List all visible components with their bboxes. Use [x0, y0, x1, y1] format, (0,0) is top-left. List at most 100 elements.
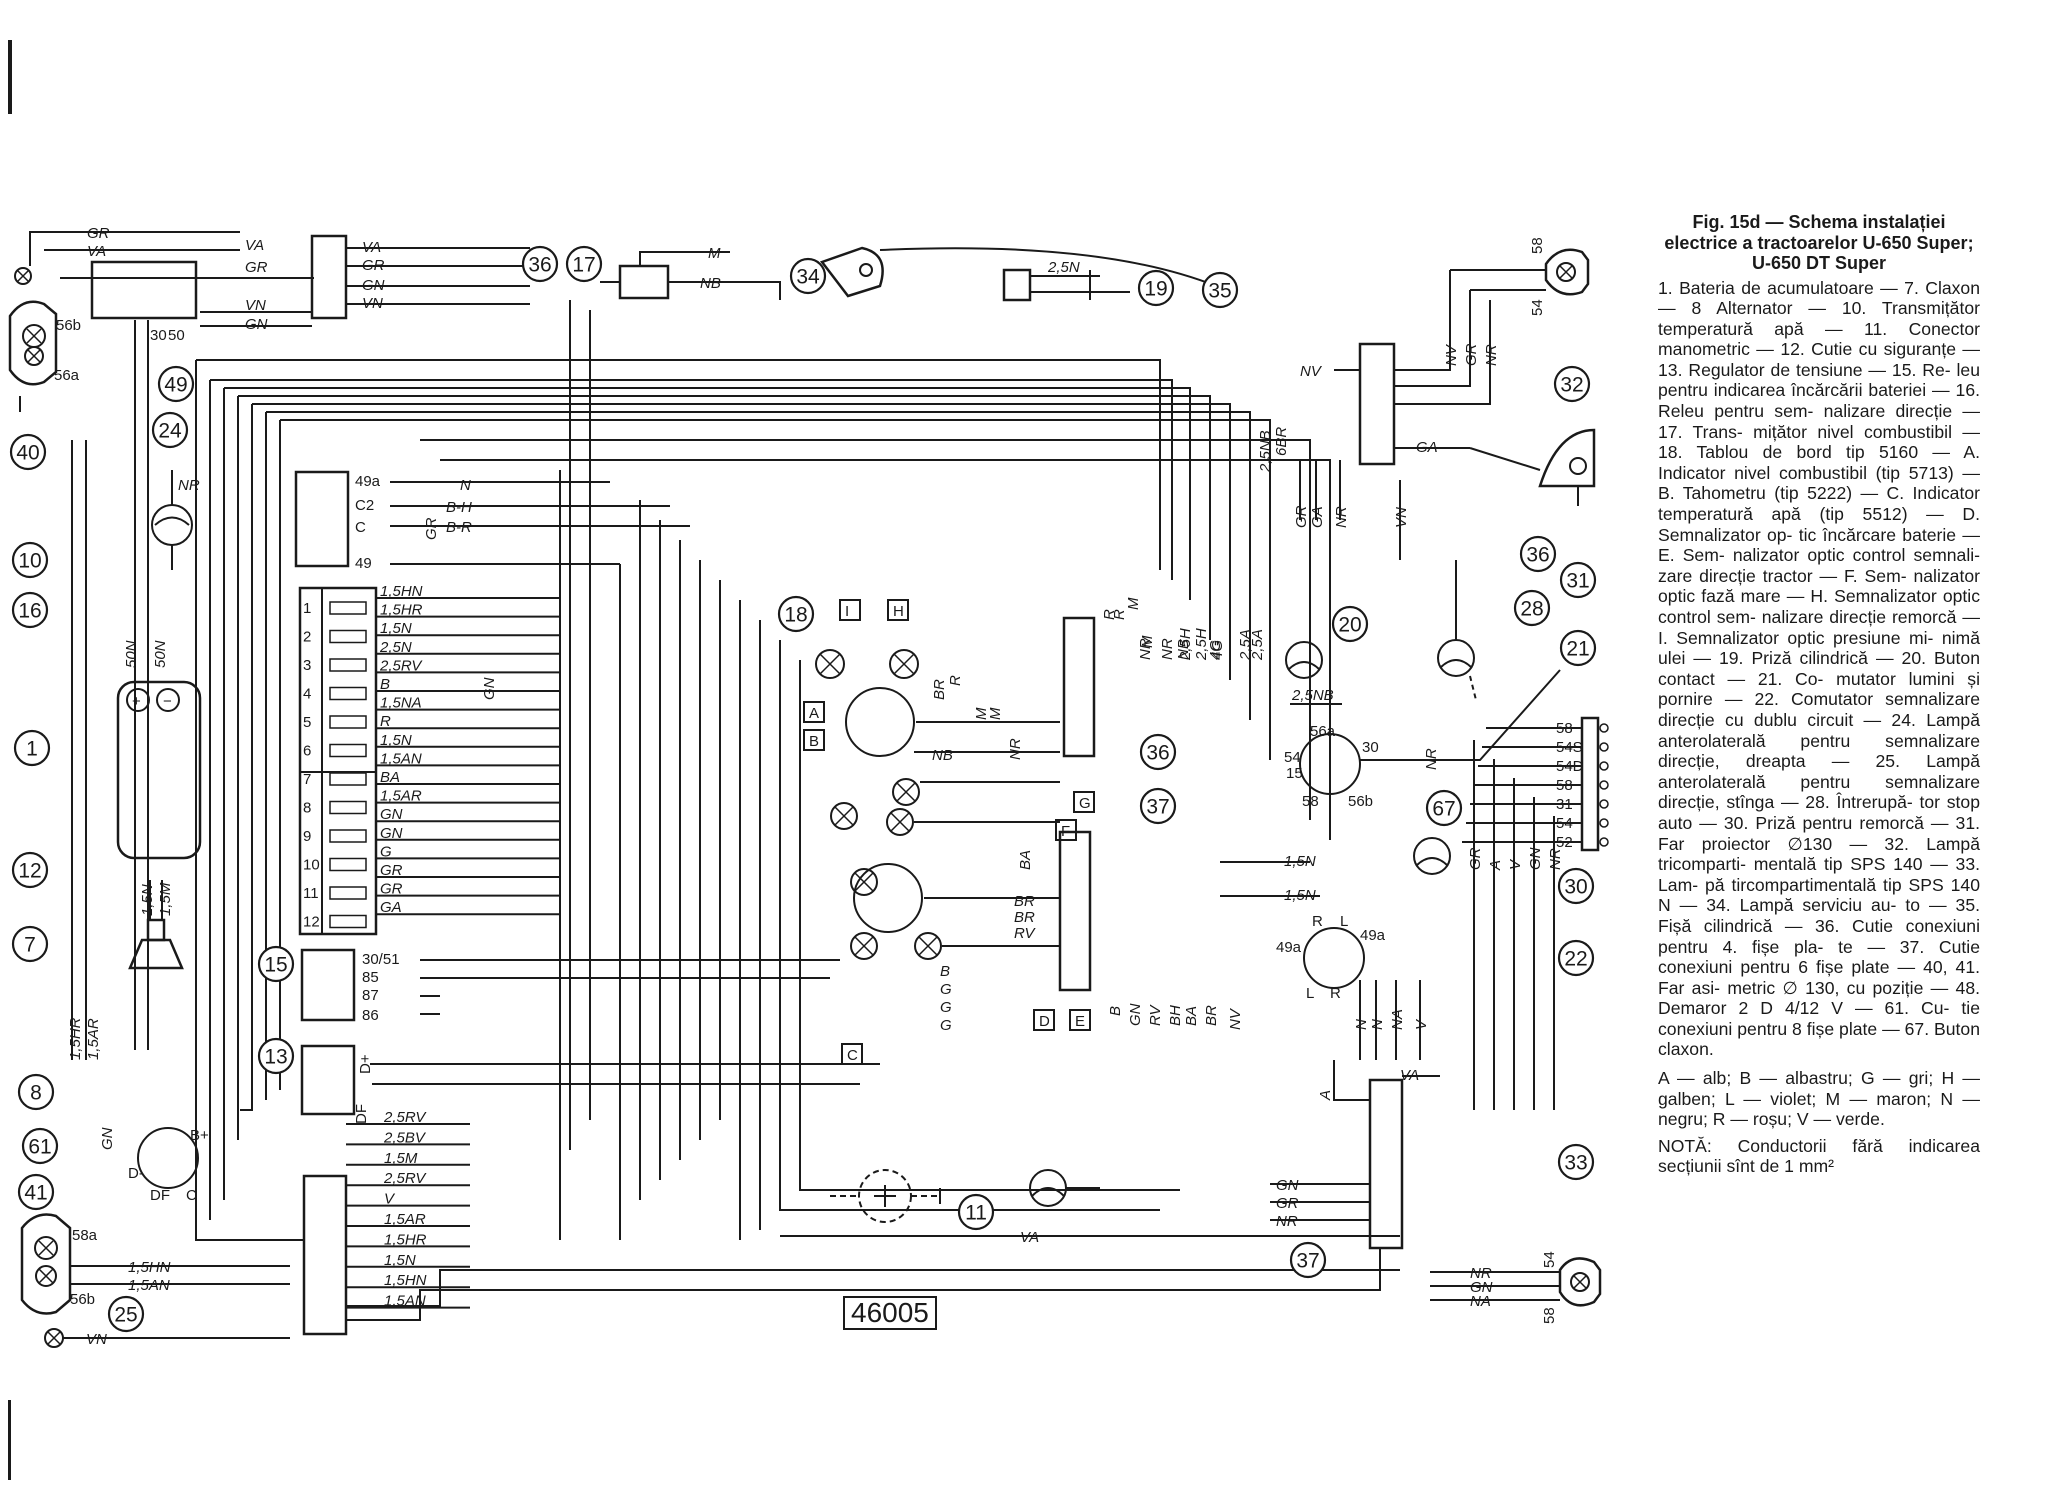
legend-item: — 20. Buton contact — 21. Co- — [1658, 648, 1980, 689]
svg-text:19: 19 — [1144, 278, 1167, 301]
wire-label-2-5nb-36: 2,5NB — [1257, 430, 1274, 473]
dashboard-wire-label: M — [1125, 597, 1142, 610]
svg-text:7: 7 — [24, 934, 36, 957]
callouts: 1781011121315161718192021222425283031323… — [9, 245, 1597, 1333]
wire-label-mid-gr: GR — [423, 517, 440, 540]
callout-61: 61 — [21, 1127, 59, 1165]
callout-32: 32 — [1553, 365, 1591, 403]
wire-label-nr-32: NR — [1483, 344, 1500, 366]
dashboard-wire-label: RV — [1014, 925, 1037, 942]
callout-12: 12 — [11, 851, 49, 889]
wire-label-va-2: VA — [245, 237, 264, 254]
legend-item: (tip 5512) — D. Semnalizator op- — [1658, 504, 1980, 545]
fuse-wire-label: B — [380, 676, 390, 693]
battery-1: + − 50N 50N — [116, 640, 202, 860]
dashboard-wire-label: NB — [1175, 639, 1192, 660]
fuse — [329, 886, 367, 900]
legend-item: pă tircompartimentală tip SPS — [1704, 874, 1951, 895]
callout-34: 34 — [789, 257, 827, 295]
socket-30-pin-dot — [1599, 837, 1609, 847]
svg-text:13: 13 — [264, 1046, 287, 1069]
socket-30-pin-dot — [1599, 799, 1609, 809]
relay16-pin-49a: 49a — [355, 473, 381, 490]
switch22-pin-r2: R — [1330, 985, 1341, 1002]
dashboard-wire-label: M — [973, 707, 990, 720]
dashboard-wire-label: NR — [1007, 738, 1024, 760]
connector-61-wire-label: 1,5M — [384, 1150, 418, 1167]
fuse — [329, 658, 367, 672]
alternator-8: B+ D- DF C GN — [99, 1127, 209, 1204]
legend-item: leu pentru indicarea încărcării — [1658, 359, 1980, 401]
dashboard-indicator-box — [1033, 1009, 1055, 1031]
lamp-41-pin-56b: 56b — [70, 1291, 95, 1308]
connector-61-wire-label: V — [384, 1191, 396, 1208]
legend-item: tie conexiuni pentru 8 fișe plate — [1658, 998, 1980, 1039]
lamp-25: VN — [44, 1328, 290, 1348]
legend-item: direcție, dreapta — 25. Lampă — [1658, 751, 1980, 772]
callout-19: 19 — [1137, 269, 1175, 307]
connector-61-wire-label: 2,5RV — [383, 1170, 427, 1187]
fuse — [329, 914, 367, 929]
svg-text:37: 37 — [1296, 1250, 1319, 1273]
wire-label-50n-2: 50N — [152, 640, 169, 668]
switch21-pin-54: 54 — [1284, 749, 1301, 766]
fuse — [329, 772, 367, 786]
wire-label-22-1-5n-2: 1,5N — [1284, 887, 1316, 904]
ignition-switch-20: 2,5NB — [1285, 641, 1342, 705]
socket-30-pin-dot — [1599, 723, 1609, 733]
dashboard-indicator-label: H — [893, 603, 904, 620]
callout-41: 41 — [17, 1173, 55, 1211]
callout-35: 35 — [1201, 271, 1239, 309]
wire-label-vn-lamp25: VN — [86, 1331, 107, 1348]
legend-item: to — 35. Fișă cilindrică — 36. — [1658, 895, 1980, 936]
svg-text:24: 24 — [158, 420, 182, 443]
connector-61-wire-label: 1,5AR — [384, 1211, 426, 1228]
legend-item: direcție, stînga — 28. Întrerupă- — [1658, 792, 1920, 813]
wire-label-gn-alt: GN — [99, 1127, 116, 1150]
wire-label-rv-r: R — [1111, 609, 1128, 620]
wire-label-22-a: A — [1317, 1090, 1334, 1101]
legend-item: 5713) — B. Tahometru (tip 5222) — [1658, 462, 1980, 504]
fuse-wire-label: 1,5HN — [380, 583, 423, 600]
callout-36: 36 — [1139, 733, 1177, 771]
wire-label-nb-17: NB — [700, 275, 721, 292]
fuse-wire-label: 1,5AR — [380, 788, 422, 805]
fuse-wire-label: GN — [380, 806, 403, 823]
legend-item: te — 37. Cutie conexiuni pentru — [1658, 936, 1980, 978]
horn-button-67 — [1413, 837, 1451, 875]
dashboard-indicator-label: I — [845, 603, 849, 620]
relay16-pin-49: 49 — [355, 555, 372, 572]
fuse-wire-label: 1,5NA — [380, 695, 422, 712]
connector-61 — [302, 1174, 348, 1336]
mid-labels: GR GN — [423, 517, 498, 700]
wire-label-lamp41-hn: 1,5HN — [128, 1259, 171, 1276]
wire-label-gr-3: GR — [362, 257, 385, 274]
wire-label-50n: 50N — [123, 640, 140, 668]
dashboard-wire-label: M — [1139, 635, 1156, 648]
fuse — [329, 800, 367, 815]
wire-label-nv-36: NV — [1300, 363, 1323, 380]
alternator-pin-d-: D- — [128, 1165, 144, 1182]
fuse-position: 5 — [303, 714, 311, 731]
svg-text:25: 25 — [114, 1304, 137, 1327]
callout-36: 36 — [1519, 535, 1557, 573]
lamp32-pin-54: 54 — [1529, 299, 1546, 316]
relay15-pin-30-51: 30/51 — [362, 951, 400, 968]
legend-item: 7. Claxon — 8 Alternator — — [1658, 277, 1981, 319]
fuse — [329, 829, 367, 843]
wire-label-33-na: NA — [1470, 1293, 1491, 1310]
switch21-pin-58: 58 — [1302, 793, 1319, 810]
turn-switch-22: R L 49a 49a L R 1,5N 1,5N N N NA V — [1220, 853, 1430, 1060]
fuse — [329, 686, 367, 701]
svg-text:36: 36 — [1146, 742, 1169, 765]
regulator-pin-d+: D+ — [357, 1054, 374, 1074]
starter-dashed — [830, 1169, 941, 1223]
svg-text:1: 1 — [26, 738, 38, 761]
fuse — [329, 715, 367, 729]
dashboard-wire-label: GN — [1127, 1003, 1144, 1026]
relay15-pin-85: 85 — [362, 969, 379, 986]
connector-61-labels: 2,5RV2,5BV1,5M2,5RVV1,5AR1,5HR1,5N1,5HN1… — [346, 1109, 470, 1310]
wire-label-37-va: VA — [1400, 1067, 1419, 1084]
socket-30-wire-label: GR — [1467, 847, 1484, 870]
